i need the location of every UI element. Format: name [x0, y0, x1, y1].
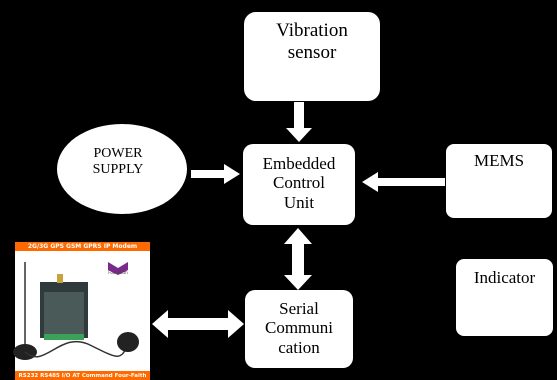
modem-front-panel-icon — [44, 292, 84, 334]
arrow-vibration-to-ecu — [286, 102, 312, 142]
mems-box — [446, 144, 552, 218]
ecu-label-line1: Embedded — [262, 153, 336, 173]
arrow-modem-serial-bidirectional — [152, 310, 244, 338]
power-supply-label-line1: POWER — [93, 145, 143, 161]
power-supply-label-line2: SUPPLY — [92, 162, 144, 177]
arrow-power-to-ecu — [191, 164, 240, 184]
arrow-mems-to-ecu — [362, 172, 445, 192]
modem-top-banner: 2G/3G GPS GSM GPRS IP Modem — [15, 242, 150, 251]
modem-cable-icon — [24, 340, 129, 358]
gps-puck-icon — [117, 332, 139, 352]
power-supply-ellipse — [57, 124, 187, 214]
serial-label-line1: Serial — [279, 298, 319, 318]
mems-label: MEMS — [446, 148, 552, 174]
vibration-sensor-label-line1: Vibration — [276, 20, 348, 42]
serial-communication-box — [245, 290, 353, 368]
four-faith-logo-icon — [108, 262, 128, 275]
indicator-box — [456, 259, 553, 336]
modem-terminal-block-icon — [44, 334, 84, 340]
indicator-label: Indicator — [456, 264, 553, 292]
indicator-label-line1: Indicator — [473, 268, 536, 288]
serial-label-line2: Communi — [264, 318, 333, 338]
modem-brand-label: Four-Faith — [108, 270, 128, 275]
vibration-sensor-box — [244, 12, 380, 101]
modem-sma-connector-icon — [57, 274, 63, 283]
vibration-sensor-label-line2: sensor — [287, 42, 337, 63]
mems-label-line1: MEMS — [473, 151, 525, 171]
embedded-control-unit-box — [243, 144, 355, 225]
ecu-label-line2: Control — [273, 173, 325, 193]
arrow-ecu-serial-bidirectional — [284, 228, 312, 290]
ecu-label-line3: Unit — [283, 192, 315, 212]
serial-label-line3: cation — [278, 337, 320, 357]
modem-bottom-banner: RS232 RS485 I/O AT Command Four-Faith — [15, 371, 150, 380]
